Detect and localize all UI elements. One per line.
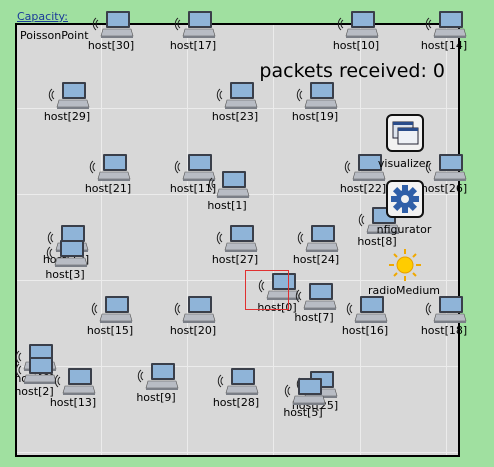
grid-line (446, 25, 447, 455)
host-label: host[30] (87, 39, 135, 52)
laptop-icon (92, 10, 134, 40)
host-label: host[18] (420, 324, 468, 337)
laptop-icon (297, 224, 339, 254)
host-label: host[10] (332, 39, 380, 52)
grid-line (273, 25, 274, 455)
host-label: host[28] (212, 396, 260, 409)
laptop-icon (15, 356, 57, 386)
laptop-icon (216, 81, 258, 111)
host-label: host[9] (136, 391, 176, 404)
host-label: host[15] (86, 324, 134, 337)
arena-name: PoissonPoint (20, 29, 89, 42)
host-label: host[2] (14, 385, 54, 398)
host-label: host[29] (43, 110, 91, 123)
playground-area[interactable]: PoissonPoint packets received: 0 host[30… (14, 11, 467, 457)
host-label: host[22] (339, 182, 387, 195)
host-label: host[16] (341, 324, 389, 337)
host-label: host[23] (211, 110, 259, 123)
host-label: host[17] (169, 39, 217, 52)
sun-icon (389, 249, 421, 281)
laptop-icon (174, 295, 216, 325)
grid-line (101, 25, 102, 455)
laptop-icon (425, 153, 467, 183)
laptop-icon (337, 10, 379, 40)
laptop-icon (296, 81, 338, 111)
laptop-icon (54, 367, 96, 397)
host-label: host[5] (283, 406, 323, 419)
host-label: host[13] (49, 396, 97, 409)
laptop-icon (89, 153, 131, 183)
laptop-icon (425, 295, 467, 325)
grid-line (360, 25, 361, 455)
window-icon (386, 114, 424, 152)
radio-medium-module[interactable]: radioMedium (368, 247, 440, 297)
host-label: host[11] (169, 182, 217, 195)
host-label: host[0] (257, 301, 297, 314)
laptop-icon (137, 362, 179, 392)
visualizer-module[interactable]: visualizer (378, 113, 430, 170)
laptop-icon (346, 295, 388, 325)
gear-icon (386, 180, 424, 218)
host-label: host[21] (84, 182, 132, 195)
host-label: host[20] (169, 324, 217, 337)
grid-line (187, 25, 188, 455)
laptop-icon (258, 272, 300, 302)
grid-line (17, 280, 458, 281)
host-label: host[27] (211, 253, 259, 266)
laptop-icon (174, 153, 216, 183)
laptop-icon (217, 367, 259, 397)
network-title: Capacity: (17, 10, 68, 23)
laptop-icon (48, 81, 90, 111)
grid-line (17, 366, 458, 367)
configurator-module[interactable]: nfigurator (377, 179, 431, 236)
grid-line (17, 452, 458, 453)
host-label: host[8] (357, 235, 397, 248)
laptop-icon (295, 282, 337, 312)
laptop-icon (344, 153, 386, 183)
laptop-icon (46, 239, 88, 269)
host-label: host[3] (45, 268, 85, 281)
host-label: host[7] (294, 311, 334, 324)
selected-host-highlight (245, 270, 289, 310)
laptop-icon (174, 10, 216, 40)
laptop-icon (91, 295, 133, 325)
host-label: host[26] (420, 182, 468, 195)
laptop-icon (216, 224, 258, 254)
radio-medium-label: radioMedium (367, 284, 440, 297)
laptop-icon (284, 377, 326, 407)
host-label: host[14] (420, 39, 468, 52)
configurator-label: nfigurator (376, 223, 432, 236)
host-label: host[24] (292, 253, 340, 266)
packets-received-counter: packets received: 0 (259, 60, 445, 82)
laptop-icon (425, 10, 467, 40)
host-label: host[19] (291, 110, 339, 123)
laptop-icon (208, 170, 250, 200)
visualizer-label: visualizer (377, 157, 431, 170)
host-label: host[1] (207, 199, 247, 212)
